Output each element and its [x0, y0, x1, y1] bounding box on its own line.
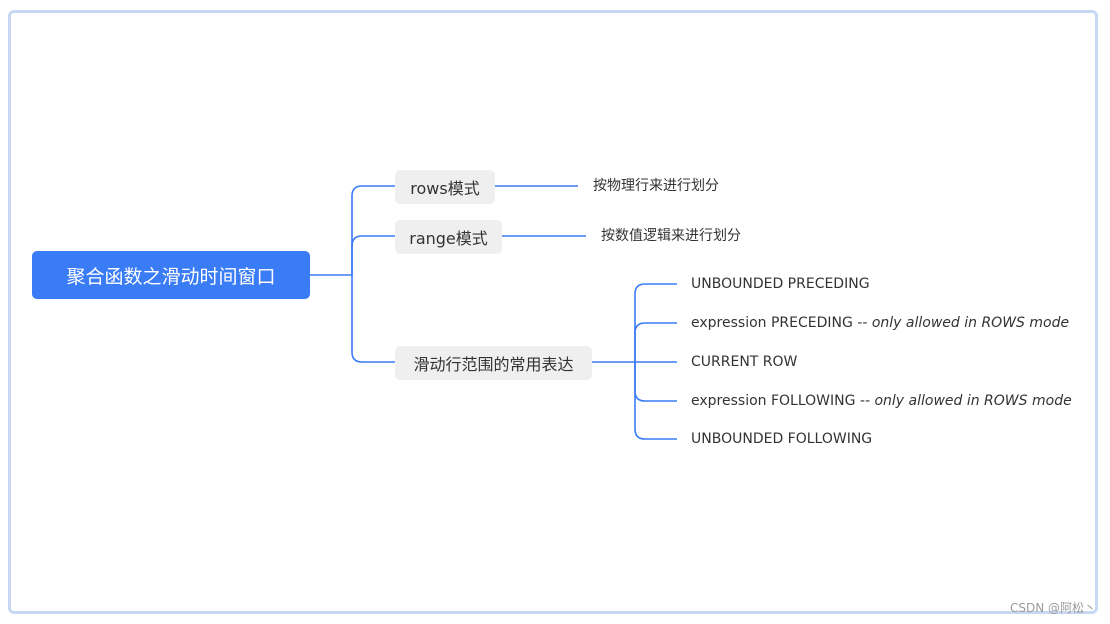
leaf-node-note: -- only allowed in ROWS mode	[859, 393, 1072, 409]
connector-leaf-2	[634, 322, 677, 362]
connector-leaf-4	[634, 362, 677, 402]
branch-node-label: rows模式	[410, 179, 480, 198]
connector-branch-rows	[351, 185, 395, 275]
leaf-node-label: CURRENT ROW	[691, 354, 798, 370]
leaf-node-label: 按数值逻辑来进行划分	[601, 228, 741, 244]
leaf-node-label: expression FOLLOWING	[691, 393, 860, 409]
branch-node-label: range模式	[409, 229, 488, 248]
leaf-node-unbounded-following[interactable]: UNBOUNDED FOLLOWING	[691, 430, 872, 448]
root-node[interactable]: 聚合函数之滑动时间窗口	[32, 251, 310, 299]
root-node-label: 聚合函数之滑动时间窗口	[66, 265, 276, 288]
connector-branch-expressions	[351, 275, 395, 363]
connector-branch-range	[351, 235, 395, 275]
branch-node-expressions[interactable]: 滑动行范围的常用表达	[395, 346, 592, 380]
leaf-node-range[interactable]: 按数值逻辑来进行划分	[601, 227, 741, 245]
leaf-node-label: UNBOUNDED PRECEDING	[691, 276, 870, 292]
leaf-node-label: UNBOUNDED FOLLOWING	[691, 431, 873, 447]
branch-node-rows[interactable]: rows模式	[395, 170, 495, 204]
branch-node-label: 滑动行范围的常用表达	[413, 355, 574, 374]
leaf-node-unbounded-preceding[interactable]: UNBOUNDED PRECEDING	[691, 275, 870, 293]
leaf-node-expression-preceding[interactable]: expression PRECEDING -- only allowed in …	[691, 314, 1069, 332]
connector-leaf-1	[634, 283, 677, 362]
branch-node-range[interactable]: range模式	[395, 220, 502, 254]
leaf-node-note: -- only allowed in ROWS mode	[857, 315, 1070, 331]
canvas-frame	[8, 10, 1098, 614]
leaf-node-label: 按物理行来进行划分	[593, 178, 719, 194]
leaf-node-rows[interactable]: 按物理行来进行划分	[593, 177, 719, 195]
leaf-node-label: expression PRECEDING	[691, 315, 858, 331]
connector-leaf-5	[634, 362, 677, 440]
leaf-node-expression-following[interactable]: expression FOLLOWING -- only allowed in …	[691, 392, 1072, 410]
watermark: CSDN @阿松丶	[1009, 601, 1096, 615]
leaf-node-current-row[interactable]: CURRENT ROW	[691, 353, 797, 371]
